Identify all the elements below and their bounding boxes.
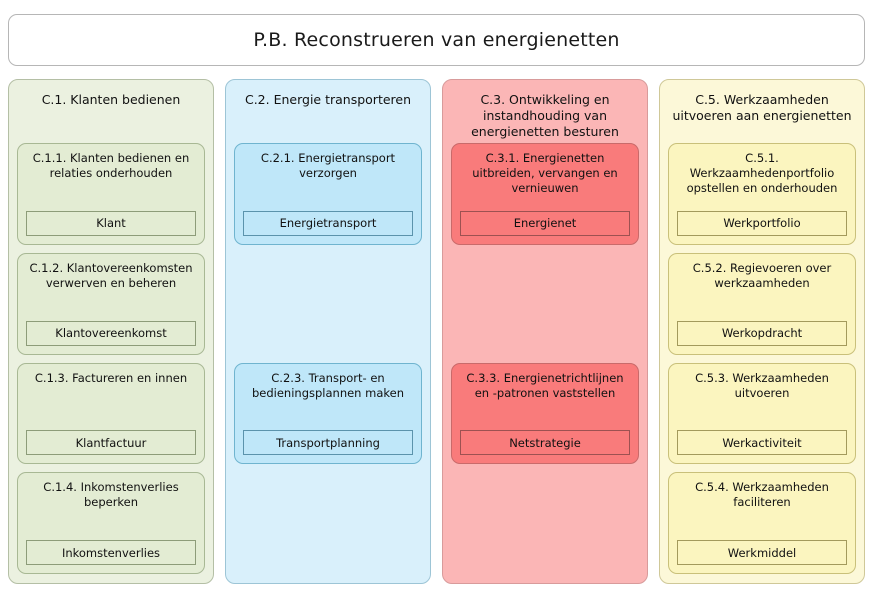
process-card[interactable]: C.5.1. Werkzaamhedenportfolio opstellen …	[668, 143, 856, 245]
column-header: C.1. Klanten bedienen	[41, 92, 181, 107]
column-card-list: C.1.1. Klanten bedienen en relaties onde…	[17, 141, 205, 574]
process-card-title: C.5.1. Werkzaamhedenportfolio opstellen …	[686, 151, 838, 195]
process-card-title: C.1.1. Klanten bedienen en relaties onde…	[32, 151, 190, 180]
process-card-title: C.5.2. Regievoeren over werkzaamheden	[692, 260, 832, 290]
card-slot-spacer	[451, 245, 639, 355]
business-object-box[interactable]: Klantovereenkomst	[26, 320, 196, 346]
column-header: C.5. Werkzaamheden uitvoeren aan energie…	[672, 92, 852, 123]
process-card-title: C.3.3. Energienetrichtlijnen en -patrone…	[466, 370, 624, 400]
business-object-box[interactable]: Energietransport	[243, 210, 413, 236]
business-object-box[interactable]: Netstrategie	[460, 430, 630, 456]
process-card[interactable]: C.3.3. Energienetrichtlijnen en -patrone…	[451, 362, 639, 465]
process-card-title: C.1.4. Inkomstenverlies beperken	[43, 480, 179, 510]
business-object-box[interactable]: Werkportfolio	[677, 210, 847, 236]
column-card-list: C.3.1. Energienetten uitbreiden, vervang…	[451, 141, 639, 574]
process-card-title: C.5.3. Werkzaamheden uitvoeren	[695, 370, 829, 400]
business-object-box[interactable]: Werkopdracht	[677, 320, 847, 346]
diagram-title-box: P.B. Reconstrueren van energienetten	[8, 14, 865, 66]
business-object-box[interactable]: Werkmiddel	[677, 540, 847, 565]
process-card[interactable]: C.3.1. Energienetten uitbreiden, vervang…	[451, 143, 639, 245]
process-card[interactable]: C.1.2. Klantovereenkomsten verwerven en …	[17, 252, 205, 355]
process-column-c3[interactable]: C.3. Ontwikkeling en instandhouding van …	[442, 79, 648, 584]
process-card[interactable]: C.1.1. Klanten bedienen en relaties onde…	[17, 143, 205, 245]
business-object-box[interactable]: Inkomstenverlies	[26, 540, 196, 565]
process-card-title: C.3.1. Energienetten uitbreiden, vervang…	[472, 151, 618, 195]
process-card-title: C.1.2. Klantovereenkomsten verwerven en …	[29, 260, 193, 290]
business-object-box[interactable]: Klant	[26, 210, 196, 236]
column-header: C.2. Energie transporteren	[244, 92, 412, 107]
column-card-list: C.5.1. Werkzaamhedenportfolio opstellen …	[668, 141, 856, 574]
process-card[interactable]: C.2.3. Transport- en bedieningsplannen m…	[234, 362, 422, 465]
process-card-title: C.1.3. Factureren en innen	[34, 370, 188, 385]
business-object-box[interactable]: Werkactiviteit	[677, 430, 847, 456]
process-card-title: C.2.1. Energietransport verzorgen	[260, 151, 396, 180]
column-header: C.3. Ontwikkeling en instandhouding van …	[471, 92, 619, 139]
process-column-c5[interactable]: C.5. Werkzaamheden uitvoeren aan energie…	[659, 79, 865, 584]
page-title: P.B. Reconstrueren van energienetten	[253, 29, 620, 51]
business-object-box[interactable]: Transportplanning	[243, 430, 413, 456]
process-card-title: C.2.3. Transport- en bedieningsplannen m…	[251, 370, 404, 400]
business-object-box[interactable]: Klantfactuur	[26, 430, 196, 456]
process-card-title: C.5.4. Werkzaamheden faciliteren	[695, 480, 829, 510]
business-object-box[interactable]: Energienet	[460, 210, 630, 236]
card-slot-spacer	[234, 245, 422, 355]
